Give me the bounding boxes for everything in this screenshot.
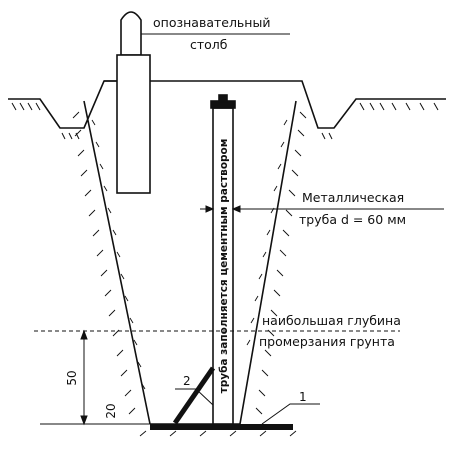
pipe-fill-label: труба заполняется цементным раствором <box>218 139 230 394</box>
ground-surface-right <box>280 80 446 129</box>
post-label-line1: опознавательный <box>153 15 270 30</box>
metal-pipe <box>210 94 236 425</box>
callout-leaders <box>175 388 320 425</box>
base-plate <box>150 424 293 430</box>
ground-hatch-right <box>321 102 439 140</box>
frost-label-line1: наибольшая глубина <box>262 313 401 328</box>
ground-surface-left <box>8 80 130 129</box>
dimension-left <box>40 329 150 426</box>
brace-bar <box>172 366 216 425</box>
frost-label-line2: промерзания грунта <box>259 334 395 349</box>
soil-hatch-left <box>72 111 146 415</box>
soil-hatch-right <box>246 111 307 415</box>
base-hatch <box>139 430 297 437</box>
callout-1-label: 1 <box>299 390 307 404</box>
dimension-50-label: 50 <box>65 370 79 385</box>
pipe-diameter-dimension <box>200 205 444 213</box>
pipe-label-line1: Металлическая <box>302 190 404 205</box>
identification-post <box>116 11 151 194</box>
callout-2-label: 2 <box>183 374 191 388</box>
ground-hatch-left <box>11 102 80 140</box>
dimension-20-label: 20 <box>104 403 118 418</box>
post-label-line2: столб <box>190 37 228 52</box>
pipe-label-line2: труба d = 60 мм <box>299 212 406 227</box>
